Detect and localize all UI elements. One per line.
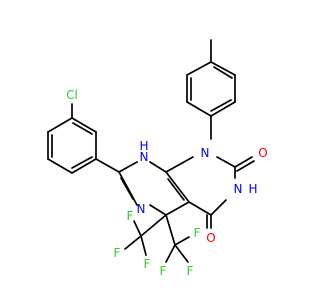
bond [124,235,142,250]
bond [210,61,236,76]
bond [47,117,73,133]
bond [165,156,194,173]
bond [210,101,236,117]
bond [140,214,167,237]
bond [165,214,176,246]
tolyl-ring-bonds [186,39,236,140]
bond [210,199,227,216]
bond [234,156,253,168]
fluorine-label-4: F [194,226,201,240]
bond [167,178,185,201]
bond [210,99,232,112]
bond [120,177,134,200]
bond [174,244,189,263]
bond [71,156,93,169]
imine-nitrogen-label: N [137,202,146,216]
carbonyl-oxygen-top-label: O [258,146,267,160]
bond [71,117,97,133]
bond [118,161,138,173]
fluorine-label-6: F [187,264,194,278]
bond [213,66,233,79]
bond [140,235,147,256]
core-bonds [118,156,255,246]
bond [149,204,167,216]
atom-labels: Cl H N N O N H N O F F F F F F [66,88,268,278]
bond [133,220,142,237]
carbonyl-oxygen-bottom-label: O [206,231,215,245]
bond [216,156,236,168]
bond [186,61,212,76]
aryl-nitrogen-label: N [201,146,210,160]
bond [188,201,212,216]
bond [236,160,255,172]
fluorine-label-3: F [144,257,151,271]
bond [47,158,73,174]
fluorine-label-1: F [127,209,134,223]
bond [71,158,97,174]
chlorine-label: Cl [66,88,78,102]
fluorine-label-5: F [160,264,167,278]
bond [165,171,190,203]
imide-nitrogen-label: N [234,182,243,196]
structure-canvas: Cl H N N O N H N O F F F F F F [47,39,268,278]
bond [186,101,212,117]
bond [149,161,167,173]
nh-hydrogen-label: H [139,139,148,153]
cf3-bonds [124,220,190,263]
molecule-diagram: Cl H N N O N H N O F F F F F F [47,39,268,278]
bond [118,171,138,206]
bond [72,122,93,135]
nh-nitrogen-label: N [140,150,149,164]
bond [165,201,190,216]
bond [174,236,190,246]
bond [165,244,176,263]
bond [95,158,120,173]
fluorine-label-2: F [114,246,121,260]
imide-hydrogen-label: H [248,182,257,196]
chlorophenyl-ring-bonds [47,103,120,174]
